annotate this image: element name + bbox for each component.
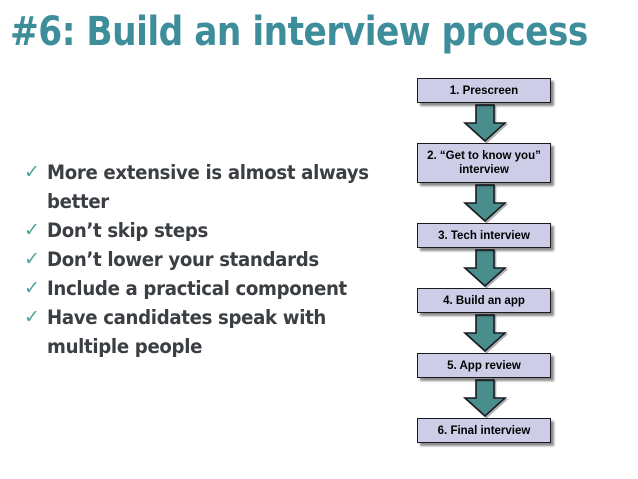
flow-step-box: 5. App review (417, 353, 551, 378)
flow-step-6: 6. Final interview (417, 418, 553, 443)
flow-step-box: 3. Tech interview (417, 223, 551, 248)
list-item-label: Don’t skip steps (47, 219, 208, 242)
flow-step-box: 6. Final interview (417, 418, 551, 443)
list-item-label: Don’t lower your standards (47, 248, 319, 271)
down-arrow-icon (417, 248, 553, 288)
list-item: ✓ Don’t skip steps (24, 216, 402, 245)
checkmark-icon: ✓ (24, 248, 40, 270)
flow-step-label: 5. App review (447, 359, 521, 372)
flow-step-2: 2. “Get to know you” interview (417, 143, 553, 183)
list-item: ✓ Include a practical component (24, 274, 402, 303)
list-item: ✓ Don’t lower your standards (24, 245, 402, 274)
flow-step-label: 4. Build an app (443, 294, 525, 307)
bullet-list: ✓ More extensive is almost always better… (24, 158, 402, 361)
list-item-label: Have candidates speak with multiple peop… (47, 306, 327, 358)
flow-step-4: 4. Build an app (417, 288, 553, 313)
down-arrow-icon (417, 378, 553, 418)
flow-step-label: 2. “Get to know you” interview (427, 150, 541, 176)
interview-process-flowchart: 1. Prescreen 2. “Get to know you” interv… (417, 78, 557, 443)
page-title: #6: Build an interview process (10, 9, 588, 55)
list-item: ✓ Have candidates speak with multiple pe… (24, 303, 402, 361)
down-arrow-icon (417, 103, 553, 143)
checkmark-icon: ✓ (24, 219, 40, 241)
list-item: ✓ More extensive is almost always better (24, 158, 402, 216)
flow-step-label: 1. Prescreen (449, 84, 519, 97)
down-arrow-icon (417, 313, 553, 353)
flow-step-label: 3. Tech interview (438, 229, 530, 242)
flow-step-box: 4. Build an app (417, 288, 551, 313)
list-item-label: Include a practical component (47, 277, 347, 300)
flow-step-box: 1. Prescreen (417, 78, 551, 103)
flow-step-3: 3. Tech interview (417, 223, 553, 248)
flow-step-box: 2. “Get to know you” interview (417, 143, 551, 183)
flow-step-1: 1. Prescreen (417, 78, 553, 103)
list-item-label: More extensive is almost always better (47, 161, 369, 213)
checkmark-icon: ✓ (24, 277, 40, 299)
down-arrow-icon (417, 183, 553, 223)
checkmark-icon: ✓ (24, 306, 40, 328)
flow-step-5: 5. App review (417, 353, 553, 378)
checkmark-icon: ✓ (24, 161, 40, 183)
flow-step-label: 6. Final interview (437, 424, 531, 437)
